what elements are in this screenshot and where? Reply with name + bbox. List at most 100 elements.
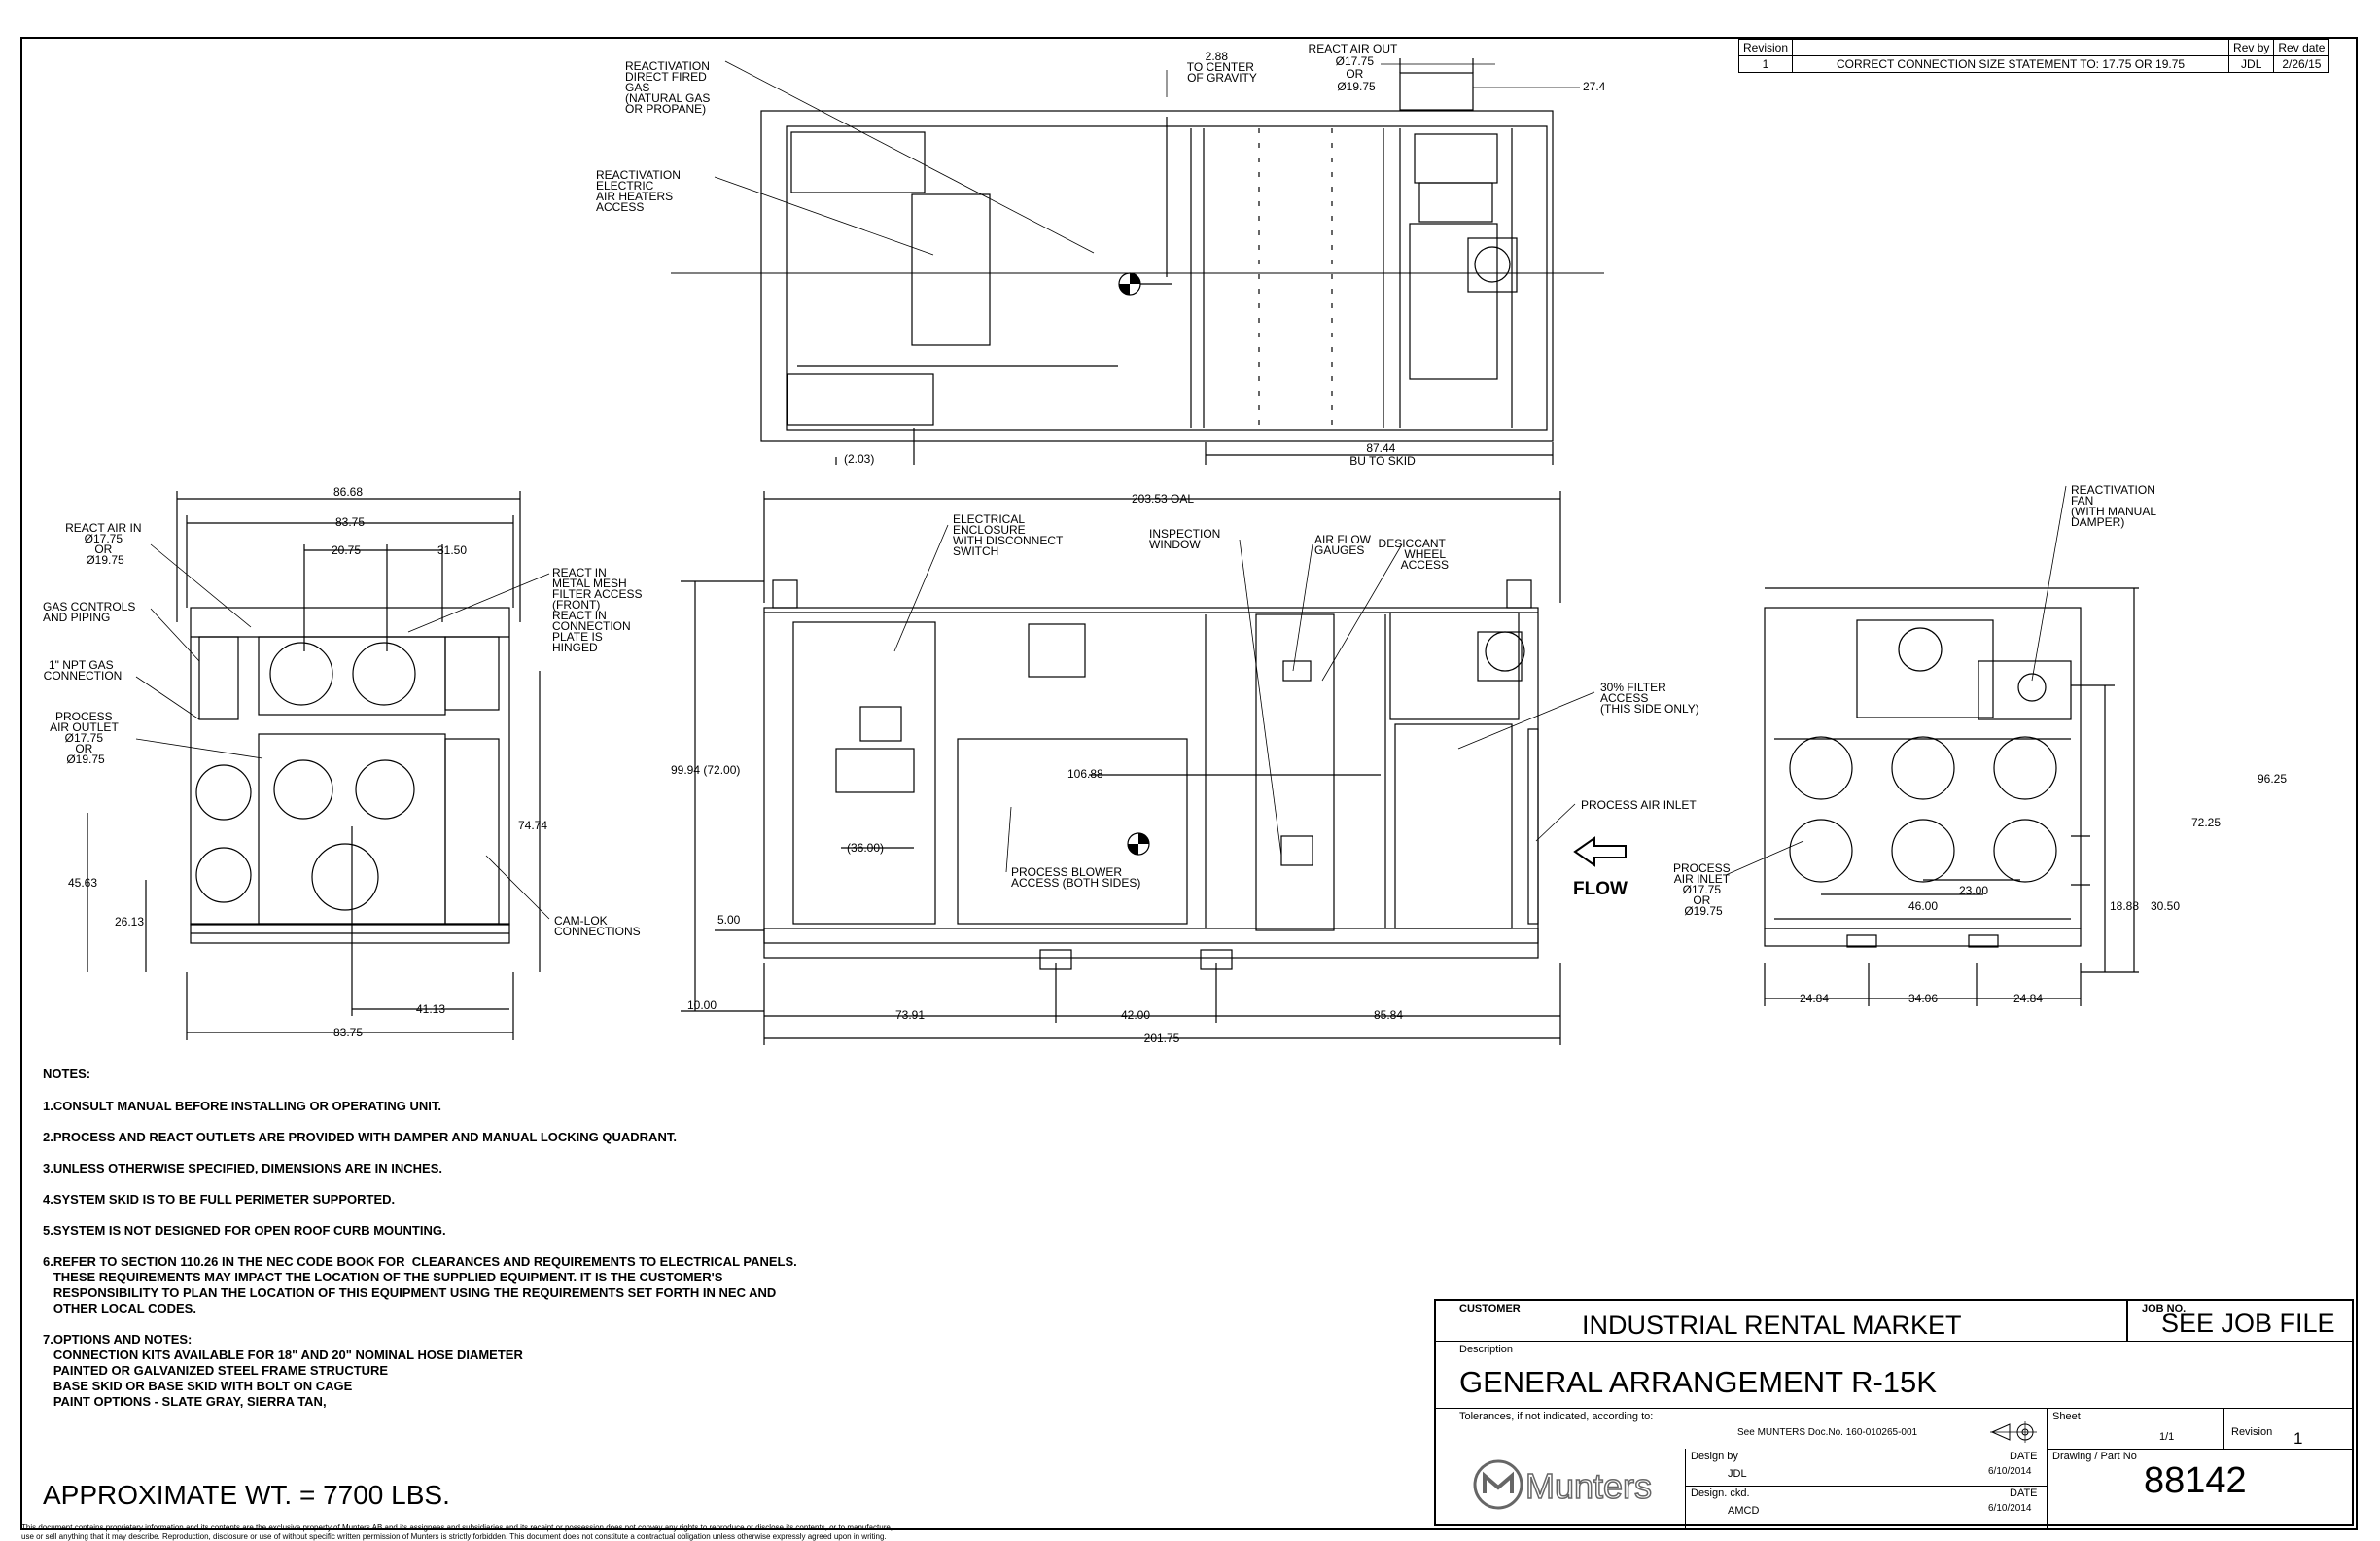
dim-83-75-top: 83.75 xyxy=(335,515,365,529)
dim-46-00: 46.00 xyxy=(1908,899,1938,913)
dim-86-68: 86.68 xyxy=(333,485,363,499)
tolerances-label: Tolerances, if not indicated, according … xyxy=(1459,1411,1654,1422)
design-ckd-label: Design. ckd. xyxy=(1691,1488,1750,1499)
label-flow: FLOW xyxy=(1573,879,1628,899)
note-1: 1.CONSULT MANUAL BEFORE INSTALLING OR OP… xyxy=(43,1099,441,1113)
label-filter-30: 30% FILTER ACCESS (THIS SIDE ONLY) xyxy=(1600,681,1699,716)
dim-center-gravity: 2.88 TO CENTER OF GRAVITY xyxy=(1187,50,1257,85)
date-label-1: DATE xyxy=(2010,1451,2038,1462)
drawing-no-label: Drawing / Part No xyxy=(2052,1451,2137,1462)
note-4: 4.SYSTEM SKID IS TO BE FULL PERIMETER SU… xyxy=(43,1192,396,1207)
label-react-fan: REACTIVATION FAN (WITH MANUAL DAMPER) xyxy=(2071,483,2159,529)
label-camlok: CAM-LOK CONNECTIONS xyxy=(554,914,641,938)
date-label-2: DATE xyxy=(2010,1488,2038,1499)
rev-row-by: JDL xyxy=(2228,55,2275,73)
design-by: JDL xyxy=(1728,1468,1747,1480)
tolerances-doc: See MUNTERS Doc.No. 160-010265-001 xyxy=(1737,1427,1918,1438)
sheet-label: Sheet xyxy=(2052,1411,2081,1422)
design-ckd: AMCD xyxy=(1728,1505,1760,1517)
rev-header-rev-date: Rev date xyxy=(2273,39,2330,56)
dim-27-4: 27.4 xyxy=(1583,80,1606,93)
sheet-value: 1/1 xyxy=(2159,1431,2175,1443)
front-view xyxy=(681,491,1627,1045)
notes-block: NOTES: 1.CONSULT MANUAL BEFORE INSTALLIN… xyxy=(43,1067,1384,1425)
right-view xyxy=(1725,485,2139,1006)
drawing-no: 88142 xyxy=(2144,1460,2247,1501)
label-elec-enclosure: ELECTRICAL ENCLOSURE WITH DISCONNECT SWI… xyxy=(953,512,1066,558)
notes-heading: NOTES: xyxy=(43,1067,91,1081)
munters-emblem-icon xyxy=(1473,1459,1523,1510)
dim-99-94: 99.94 (72.00) xyxy=(671,763,740,777)
note-7: 7.OPTIONS AND NOTES: CONNECTION KITS AVA… xyxy=(43,1332,523,1409)
label-desiccant: DESICCANT WHEEL ACCESS xyxy=(1379,537,1449,572)
label-react-electric: REACTIVATION ELECTRIC AIR HEATERS ACCESS xyxy=(596,168,683,214)
dim-34-06: 34.06 xyxy=(1908,992,1938,1005)
dim-26-13: 26.13 xyxy=(115,915,144,928)
dim-74-74: 74.74 xyxy=(518,819,547,832)
design-by-label: Design by xyxy=(1691,1451,1738,1462)
approx-weight: APPROXIMATE WT. = 7700 LBS. xyxy=(43,1480,450,1510)
job-no: SEE JOB FILE xyxy=(2161,1309,2335,1338)
projection-symbol-icon xyxy=(1990,1421,2037,1443)
dim-24-84-right: 24.84 xyxy=(2013,992,2043,1005)
description-label: Description xyxy=(1459,1344,1514,1355)
drawing-border xyxy=(20,37,2358,1530)
label-air-flow: AIR FLOW GAUGES xyxy=(1314,533,1374,557)
dim-31-50: 31.50 xyxy=(438,543,467,557)
dim-96-25: 96.25 xyxy=(2258,772,2287,786)
dim-72-25: 72.25 xyxy=(2191,816,2221,829)
dim-42-00: 42.00 xyxy=(1121,1008,1150,1022)
note-5: 5.SYSTEM IS NOT DESIGNED FOR OPEN ROOF C… xyxy=(43,1223,446,1238)
munters-logo: Munters xyxy=(1471,1456,1675,1515)
date-1: 6/10/2014 xyxy=(1988,1466,2032,1477)
dim-20-75: 20.75 xyxy=(332,543,361,557)
label-npt-gas: 1" NPT GAS CONNECTION xyxy=(44,658,122,683)
label-react-in-filter: REACT IN METAL MESH FILTER ACCESS (FRONT… xyxy=(552,566,646,654)
dim-85-84: 85.84 xyxy=(1374,1008,1403,1022)
customer-label: CUSTOMER xyxy=(1459,1303,1521,1314)
label-process-inlet-front: PROCESS AIR INLET xyxy=(1581,798,1697,812)
customer-name: INDUSTRIAL RENTAL MARKET xyxy=(1582,1311,1962,1340)
label-gas-controls: GAS CONTROLS AND PIPING xyxy=(43,600,139,624)
dim-2-03: (2.03) xyxy=(844,452,874,466)
rev-row-number: 1 xyxy=(1737,55,1794,73)
top-view xyxy=(671,58,1604,465)
dim-201-75: 201.75 xyxy=(1144,1032,1180,1045)
label-react-air-in: REACT AIR IN Ø17.75 OR Ø19.75 xyxy=(65,521,145,567)
job-no-label: JOB NO. xyxy=(2142,1303,2187,1314)
title-block: CUSTOMER INDUSTRIAL RENTAL MARKET JOB NO… xyxy=(1434,1299,2354,1528)
dim-83-75-bottom: 83.75 xyxy=(333,1026,363,1039)
dim-18-88: 18.88 xyxy=(2110,899,2139,913)
revision-table: Revision Rev by Rev date 1 CORRECT CONNE… xyxy=(1737,39,2330,73)
label-react-air-out: REACT AIR OUT Ø17.75 OR Ø19.75 xyxy=(1309,42,1401,93)
disclaimer: This document contains proprietary infor… xyxy=(21,1523,1344,1541)
label-process-blower: PROCESS BLOWER ACCESS (BOTH SIDES) xyxy=(1011,865,1140,890)
munters-wordmark: Munters xyxy=(1524,1465,1653,1507)
rev-row-date: 2/26/15 xyxy=(2273,55,2330,73)
note-2: 2.PROCESS AND REACT OUTLETS ARE PROVIDED… xyxy=(43,1130,677,1144)
dim-36-00: (36.00) xyxy=(847,841,884,855)
left-view xyxy=(87,491,550,1040)
dim-10-00: 10.00 xyxy=(687,998,717,1012)
description: GENERAL ARRANGEMENT R-15K xyxy=(1459,1365,1937,1399)
dim-73-91: 73.91 xyxy=(895,1008,925,1022)
dim-203-53: 203.53 OAL xyxy=(1132,492,1194,506)
dim-23-00: 23.00 xyxy=(1959,884,1988,897)
dim-41-13: 41.13 xyxy=(416,1002,445,1016)
date-2: 6/10/2014 xyxy=(1988,1503,2032,1514)
dim-45-63: 45.63 xyxy=(68,876,97,890)
dim-30-50: 30.50 xyxy=(2151,899,2180,913)
dim-24-84-left: 24.84 xyxy=(1800,992,1829,1005)
dim-87-44: 87.44 BU TO SKID xyxy=(1349,441,1416,468)
revision-label: Revision xyxy=(2231,1426,2273,1438)
dim-106-88: 106.88 xyxy=(1068,767,1103,781)
disclaimer-line-1: This document contains proprietary infor… xyxy=(21,1523,893,1532)
label-react-direct-fired: REACTIVATION DIRECT FIRED GAS (NATURAL G… xyxy=(625,59,714,116)
revision-value: 1 xyxy=(2293,1429,2303,1448)
dim-5-00: 5.00 xyxy=(718,913,741,927)
label-process-inlet-right: PROCESS AIR INLET Ø17.75 OR Ø19.75 xyxy=(1673,861,1733,918)
disclaimer-line-2: use or sell anything that it may describ… xyxy=(21,1532,887,1541)
label-inspection: INSPECTION WINDOW xyxy=(1149,527,1224,551)
rev-row-description: CORRECT CONNECTION SIZE STATEMENT TO: 17… xyxy=(1792,55,2230,73)
